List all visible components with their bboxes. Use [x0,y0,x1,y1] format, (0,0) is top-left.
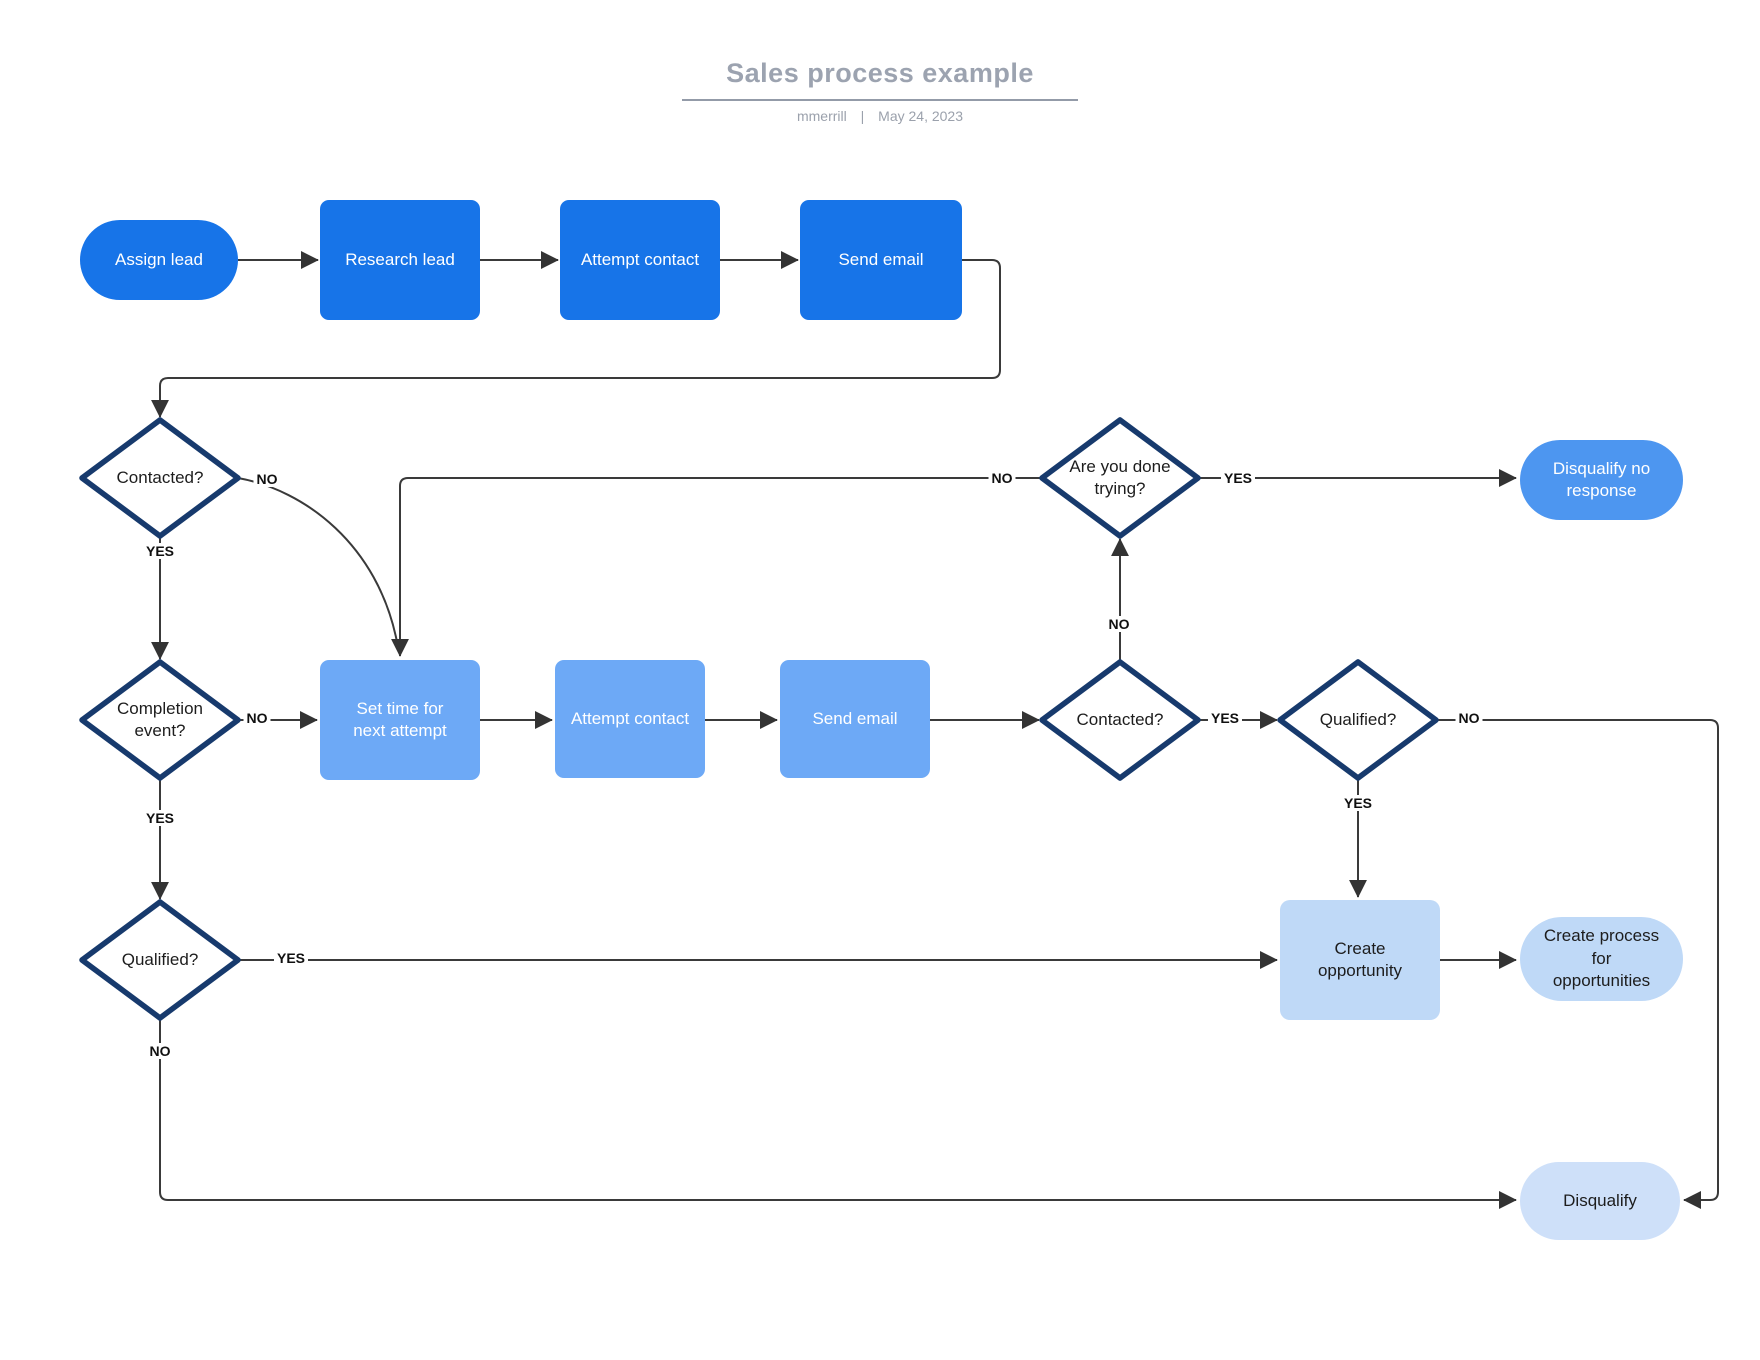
contacted-1-diamond[interactable] [79,417,241,539]
research-lead-shape[interactable] [320,200,480,320]
attempt-contact-2-shape[interactable] [555,660,705,778]
subtitle-separator: | [860,108,865,124]
done-trying-yes-label: YES [1220,470,1256,486]
send-email-2-shape[interactable] [780,660,930,778]
contacted-2-diamond[interactable] [1039,659,1201,781]
contacted-2-no-label: NO [1105,616,1133,632]
edge-send1-to-contacted1 [151,259,1001,418]
qualified-right-yes-label: YES [1340,795,1376,811]
edge-donetrying-no-to-settime [391,477,1042,657]
contacted-1-no-label: NO [253,471,281,487]
create-opportunity-shape[interactable] [1280,900,1440,1020]
qualified-left-diamond[interactable] [79,899,241,1021]
qualified-right-no-label: NO [1455,710,1483,726]
disqualify-no-response-shape[interactable] [1520,440,1683,520]
contacted-1-yes-label: YES [142,543,178,559]
qualified-left-yes-label: YES [273,950,309,966]
diagram-date: May 24, 2023 [878,108,964,124]
send-email-1-shape[interactable] [800,200,962,320]
contacted-2-yes-label: YES [1207,710,1243,726]
completion-yes-label: YES [142,810,178,826]
edge-contacted1-no-to-settime [237,477,398,643]
disqualify-shape[interactable] [1520,1162,1680,1240]
qualified-left-no-label: NO [146,1043,174,1059]
assign-lead-shape[interactable] [80,220,238,300]
shapes [79,200,1683,1240]
diagram-header: Sales process example mmerrill | May 24,… [0,58,1760,124]
completion-no-label: NO [243,710,271,726]
attempt-contact-1-shape[interactable] [560,200,720,320]
title-underline: Sales process example [682,58,1078,101]
edge-qualifiedright-no-to-disqualify [1436,719,1719,1209]
author-name: mmerrill [796,108,847,124]
set-time-shape[interactable] [320,660,480,780]
are-you-done-trying-diamond[interactable] [1039,417,1201,539]
qualified-right-diamond[interactable] [1277,659,1439,781]
page-title: Sales process example [726,58,1034,88]
create-process-shape[interactable] [1520,917,1683,1001]
completion-event-diamond[interactable] [79,659,241,781]
done-trying-no-label: NO [988,470,1016,486]
edge-qualifiedleft-no-to-disqualify [159,1018,1517,1209]
diagram-subtitle: mmerrill | May 24, 2023 [0,108,1760,124]
